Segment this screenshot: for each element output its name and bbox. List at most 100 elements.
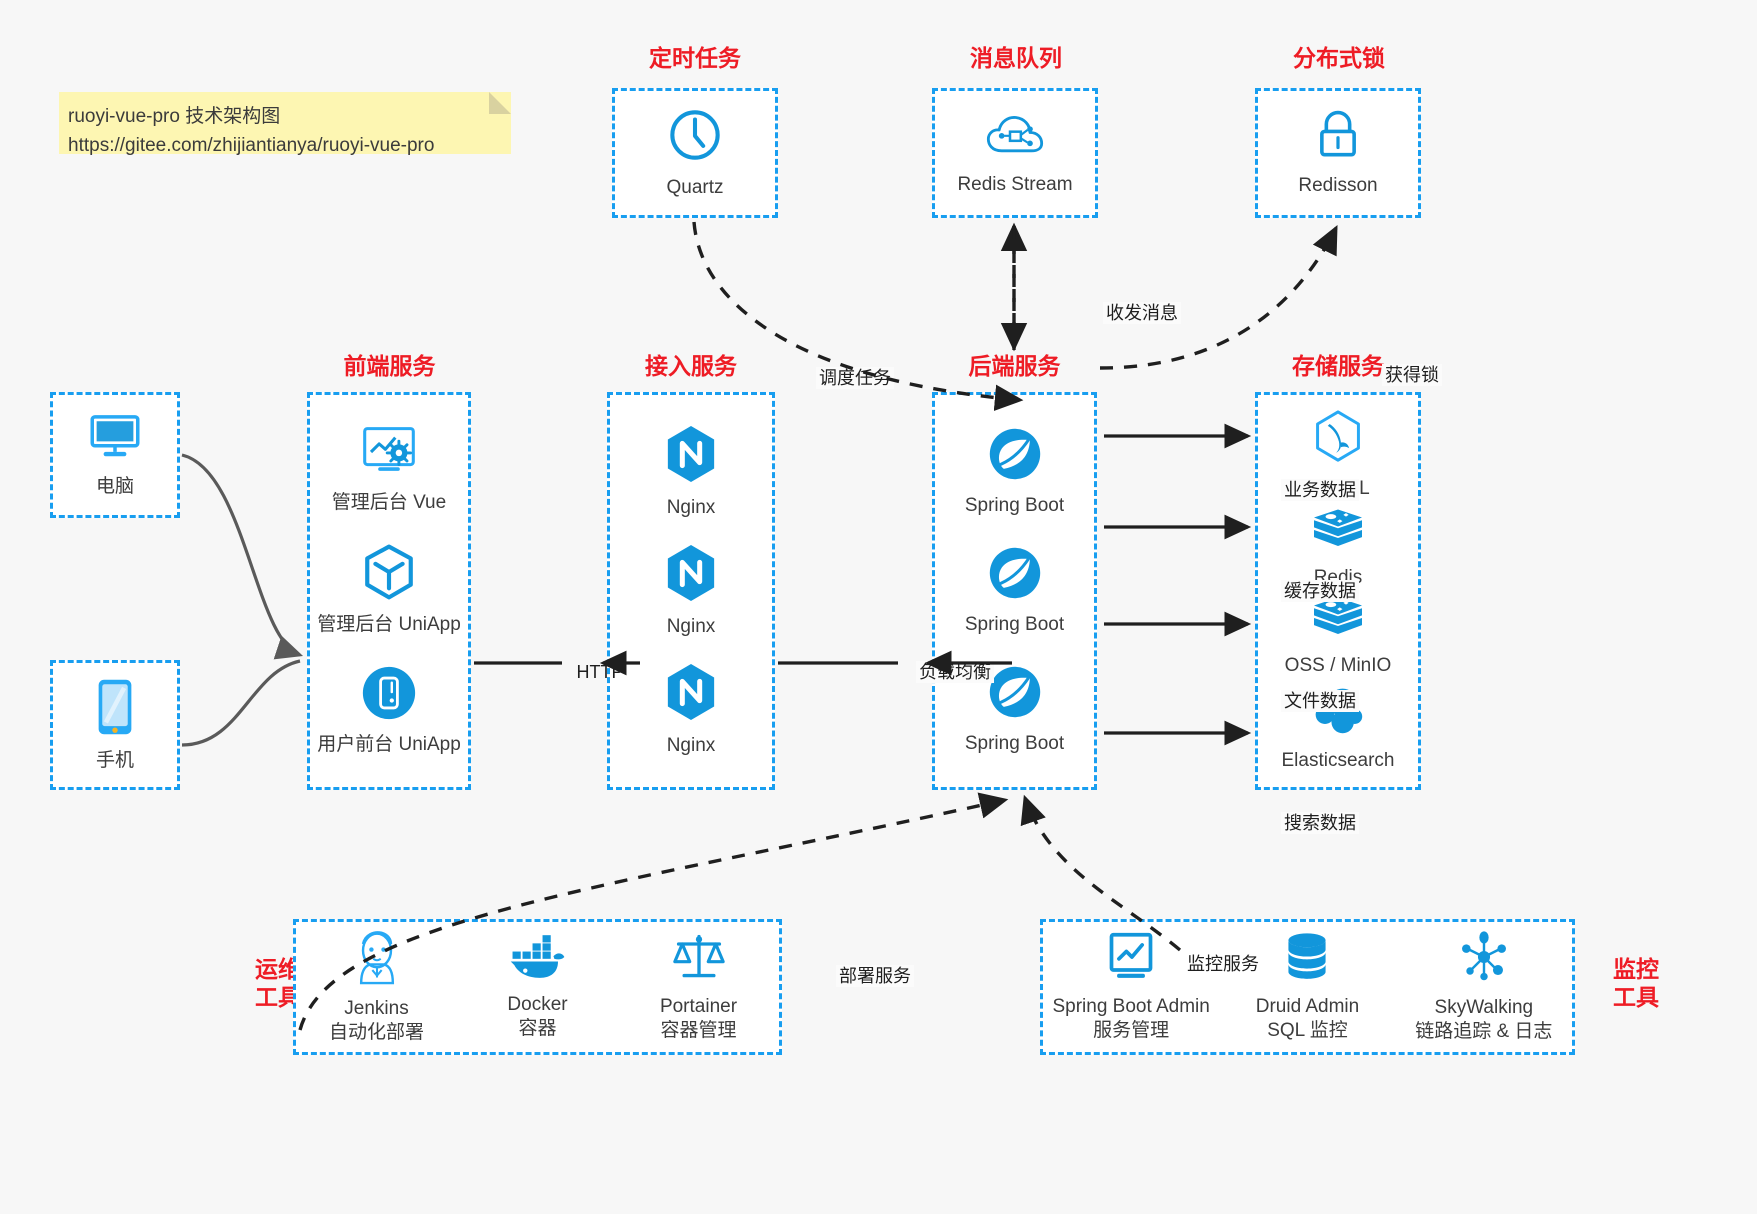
group-box-monitor[interactable]: Spring Boot Admin 服务管理 Druid Admin SQL 监… [1040,919,1575,1055]
jenkins-icon [350,929,404,990]
node-sublabel: 服务管理 [1093,1020,1170,1041]
node-label: Docker [507,994,568,1015]
node-jenkins[interactable]: Jenkins 自动化部署 [297,929,456,1045]
node-sublabel: SQL 监控 [1267,1020,1348,1041]
oss-minio-icon [1310,594,1366,647]
node-nginx-2[interactable]: Nginx [610,543,772,639]
nginx-icon [664,424,718,489]
node-springboot-1[interactable]: Spring Boot [935,426,1094,518]
desktop-computer-icon [87,411,143,468]
group-title-gateway: 接入服务 [645,353,737,379]
note-line-2: https://gitee.com/zhijiantianya/ruoyi-vu… [68,135,435,156]
node-skywalking[interactable]: SkyWalking 链路追踪 & 日志 [1397,930,1572,1044]
node-label: Spring Boot [964,732,1065,754]
node-label: Redisson [1298,175,1378,196]
portainer-icon [671,931,727,988]
node-label: 管理后台 Vue [331,492,447,513]
node-label: Nginx [666,497,716,519]
edge-label-load-balance: 负载均衡 [916,661,994,683]
group-box-scheduler[interactable]: Quartz [612,88,778,218]
edge-label-cache-data: 缓存数据 [1281,580,1359,602]
group-box-devops[interactable]: Jenkins 自动化部署 Docker 容器 [293,919,782,1055]
group-title-monitor-line1: 监控 [1613,956,1659,982]
group-title-backend: 后端服务 [968,353,1061,379]
spring-boot-admin-icon [1103,931,1159,988]
title-note: ruoyi-vue-pro 技术架构图 https://gitee.com/zh… [59,92,511,156]
group-title-frontend: 前端服务 [343,353,436,379]
node-label: Nginx [666,734,716,756]
group-box-client-desktop[interactable]: 电脑 [50,392,180,518]
cloud-stream-icon [985,109,1045,166]
node-label: Elasticsearch [1281,749,1395,771]
group-title-monitor-line2: 工具 [1613,984,1659,1010]
spring-boot-icon [987,664,1043,725]
edge-label-schedule-task: 调度任务 [816,367,894,389]
edge-label-acquire-lock: 获得锁 [1382,364,1442,386]
node-label: Nginx [666,615,716,637]
group-title-monitor: 监控 工具 [1594,955,1678,1011]
redis-icon [1310,506,1366,559]
node-label: Quartz [666,177,724,198]
group-title-message-queue: 消息队列 [970,45,1062,71]
node-label: OSS / MinIO [1284,655,1392,677]
group-box-message-queue[interactable]: Redis Stream [932,88,1098,218]
nginx-icon [664,662,718,727]
lock-icon [1312,108,1364,167]
group-title-distributed-lock: 分布式锁 [1293,45,1385,71]
node-docker[interactable]: Docker 容器 [458,933,617,1041]
node-redis-stream[interactable]: Redis Stream [935,109,1095,197]
node-springboot-2[interactable]: Spring Boot [935,545,1094,637]
node-mobile[interactable]: 手机 [53,677,177,773]
node-label: Spring Boot [964,613,1065,635]
skywalking-icon [1457,930,1511,989]
edge-label-http: HTTP [576,662,624,682]
node-desktop[interactable]: 电脑 [53,411,177,499]
node-label: 用户前台 UniApp [317,734,461,755]
group-box-gateway[interactable]: Nginx Nginx Nginx [607,392,775,790]
node-label: Redis Stream [957,174,1073,195]
cube-uniapp-icon [361,543,417,606]
edge-label-search-data: 搜索数据 [1281,812,1359,834]
node-admin-uniapp[interactable]: 管理后台 UniApp [310,543,468,637]
node-nginx-1[interactable]: Nginx [610,424,772,520]
edge-label-monitor-service: 监控服务 [1187,954,1259,974]
group-box-client-mobile[interactable]: 手机 [50,660,180,790]
node-nginx-3[interactable]: Nginx [610,662,772,758]
group-box-backend[interactable]: Spring Boot Spring Boot Spring Boot [932,392,1097,790]
spring-boot-icon [987,545,1043,606]
dashboard-vue-icon [360,425,418,484]
node-label: 管理后台 UniApp [317,614,461,635]
node-label: 电脑 [95,476,134,497]
node-sublabel: 链路追踪 & 日志 [1415,1021,1553,1042]
node-portainer[interactable]: Portainer 容器管理 [619,931,778,1043]
node-oss-minio[interactable]: OSS / MinIO [1258,594,1418,678]
mobile-phone-icon [94,677,136,742]
node-user-uniapp[interactable]: 用户前台 UniApp [310,665,468,757]
edge-label-deploy-service: 部署服务 [836,965,914,987]
node-label: SkyWalking [1434,997,1534,1018]
node-redisson[interactable]: Redisson [1258,108,1418,198]
node-label: 手机 [95,750,134,771]
node-sublabel: 容器 [518,1018,557,1039]
group-box-frontend[interactable]: 管理后台 Vue 管理后台 UniApp 用户前台 UniApp [307,392,471,790]
node-quartz[interactable]: Quartz [615,106,775,200]
mobile-app-icon [361,665,417,726]
note-line-1: ruoyi-vue-pro 技术架构图 [68,106,281,127]
note-fold-corner [489,92,511,114]
group-box-distributed-lock[interactable]: Redisson [1255,88,1421,218]
node-redis[interactable]: Redis [1258,506,1418,590]
group-title-scheduler: 定时任务 [649,45,741,71]
node-admin-vue[interactable]: 管理后台 Vue [310,425,468,515]
node-label: Druid Admin [1255,996,1360,1017]
spring-boot-icon [987,426,1043,487]
druid-database-icon [1281,931,1333,988]
node-label: Portainer [659,996,738,1017]
node-druid-admin[interactable]: Druid Admin SQL 监控 [1220,931,1395,1043]
node-spring-boot-admin[interactable]: Spring Boot Admin 服务管理 [1044,931,1219,1043]
edge-label-business-data: 业务数据 [1281,479,1359,501]
node-springboot-3[interactable]: Spring Boot [935,664,1094,756]
clock-icon [666,106,724,169]
mysql-icon [1312,409,1364,470]
node-label: Spring Boot [964,495,1065,517]
